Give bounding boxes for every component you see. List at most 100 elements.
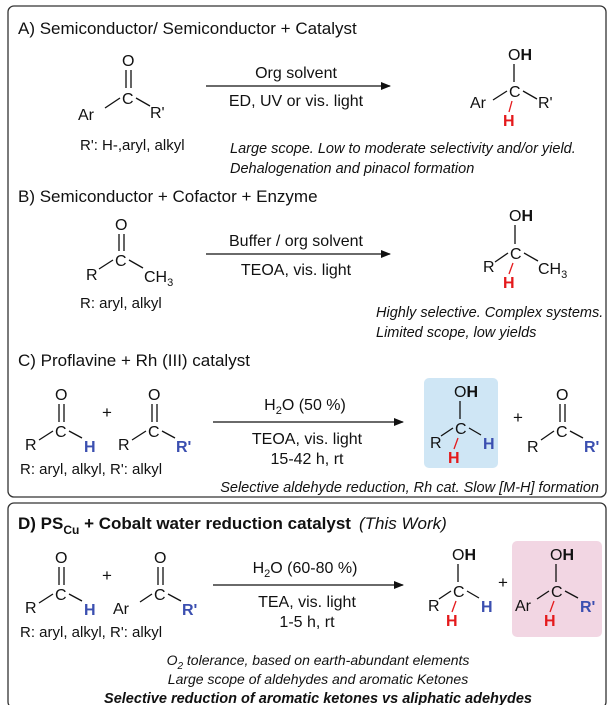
atom-h: H xyxy=(84,439,96,456)
atom-h: H xyxy=(483,436,495,453)
atom-c: C xyxy=(55,587,67,604)
atom-ar: Ar xyxy=(515,598,532,615)
atom-c: C xyxy=(55,424,67,441)
panel-a: A) Semiconductor/ Semiconductor + Cataly… xyxy=(18,19,576,177)
panel-c-product-highlight xyxy=(424,378,498,468)
atom-c: C xyxy=(455,421,467,438)
atom-r: R xyxy=(25,600,37,617)
atom-ch3: CH3 xyxy=(538,261,567,281)
plus-sign: + xyxy=(102,403,112,422)
panel-d-note-2: Large scope of aldehydes and aromatic Ke… xyxy=(168,671,468,687)
atom-r-prime: R' xyxy=(580,599,595,616)
panel-abc-frame xyxy=(7,5,607,498)
plus-sign: + xyxy=(102,566,112,585)
atom-oh: OH xyxy=(508,47,532,64)
atom-r: R xyxy=(86,267,98,284)
panel-d: D) PSCu + Cobalt water reduction catalys… xyxy=(18,514,602,705)
panel-a-ketone: O C Ar R' xyxy=(78,53,165,124)
atom-o: O xyxy=(556,387,568,404)
atom-r: R xyxy=(483,259,495,276)
atom-ar: Ar xyxy=(78,107,95,124)
atom-r-prime: R' xyxy=(584,439,599,456)
panel-b-note-2: Limited scope, low yields xyxy=(376,325,536,341)
atom-oh: OH xyxy=(550,547,574,564)
panel-b-alcohol: OH C R CH3 H xyxy=(483,208,567,292)
atom-c: C xyxy=(556,424,568,441)
panel-a-below-arrow: ED, UV or vis. light xyxy=(229,93,364,110)
atom-ch3: CH3 xyxy=(144,269,173,289)
atom-r-prime: R' xyxy=(538,95,553,112)
plus-sign: + xyxy=(513,408,523,427)
atom-h: H xyxy=(544,613,556,630)
panel-b-substrate-note: R: aryl, alkyl xyxy=(80,295,162,312)
atom-c: C xyxy=(551,584,563,601)
panel-d-aldehyde: O C R H xyxy=(25,550,96,619)
atom-c: C xyxy=(509,84,521,101)
panel-d-product-highlight xyxy=(512,541,602,637)
panel-c-aldehyde: O C R H xyxy=(25,387,96,456)
atom-r: R xyxy=(527,439,539,456)
panel-a-alcohol: OH C Ar R' H xyxy=(470,47,553,130)
atom-h: H xyxy=(481,599,493,616)
atom-c: C xyxy=(510,246,522,263)
atom-oh: OH xyxy=(454,384,478,401)
atom-h: H xyxy=(503,113,515,130)
panel-d-note-1: O2 tolerance, based on earth-abundant el… xyxy=(167,652,470,672)
atom-h: H xyxy=(448,450,460,467)
atom-ar: Ar xyxy=(470,95,487,112)
atom-r-prime: R' xyxy=(182,602,197,619)
panel-a-title: A) Semiconductor/ Semiconductor + Cataly… xyxy=(18,19,357,38)
atom-o: O xyxy=(154,550,166,567)
atom-h: H xyxy=(84,602,96,619)
panel-b: B) Semiconductor + Cofactor + Enzyme O C… xyxy=(18,187,603,341)
atom-h: H xyxy=(446,613,458,630)
atom-r: R xyxy=(118,437,130,454)
panel-d-primary-alcohol: OH C R H H xyxy=(428,547,493,630)
atom-r: R xyxy=(430,435,442,452)
panel-b-ketone: O C R CH3 xyxy=(86,217,173,289)
panel-b-title: B) Semiconductor + Cofactor + Enzyme xyxy=(18,187,318,206)
panel-d-note-3: Selective reduction of aromatic ketones … xyxy=(104,691,532,705)
panel-c-below-arrow: TEOA, vis. light xyxy=(252,431,363,448)
panel-c-time: 15-42 h, rt xyxy=(271,451,344,468)
atom-oh: OH xyxy=(509,208,533,225)
panel-d-secondary-alcohol: OH C Ar R' H xyxy=(515,547,595,630)
atom-r-prime: R' xyxy=(176,439,191,456)
atom-c: C xyxy=(122,91,134,108)
panel-c-substrate-note: R: aryl, alkyl, R': alkyl xyxy=(20,461,162,478)
panel-d-title: D) PSCu + Cobalt water reduction catalys… xyxy=(18,514,447,537)
plus-sign: + xyxy=(498,573,508,592)
atom-r-prime: R' xyxy=(150,105,165,122)
panel-c-above-arrow: H2O (50 %) xyxy=(264,397,346,417)
atom-c: C xyxy=(148,424,160,441)
panel-b-above-arrow: Buffer / org solvent xyxy=(229,233,364,250)
panel-c-alcohol: OH C R H H xyxy=(430,384,495,467)
panel-d-below-arrow: TEA, vis. light xyxy=(258,594,356,611)
panel-d-substrate-note: R: aryl, alkyl, R': alkyl xyxy=(20,624,162,641)
panel-d-time: 1-5 h, rt xyxy=(279,614,335,631)
atom-o: O xyxy=(115,217,127,234)
panel-c: C) Proflavine + Rh (III) catalyst O C R … xyxy=(18,351,599,496)
panel-a-note-1: Large scope. Low to moderate selectivity… xyxy=(230,141,576,157)
atom-o: O xyxy=(122,53,134,70)
panel-d-ketone: O C Ar R' xyxy=(113,550,197,619)
atom-ar: Ar xyxy=(113,601,130,618)
panel-c-title: C) Proflavine + Rh (III) catalyst xyxy=(18,351,250,370)
panel-d-above-arrow: H2O (60-80 %) xyxy=(253,560,358,580)
panel-a-above-arrow: Org solvent xyxy=(255,65,337,82)
atom-c: C xyxy=(115,253,127,270)
panel-d-frame xyxy=(7,502,607,705)
atom-oh: OH xyxy=(452,547,476,564)
atom-r: R xyxy=(428,598,440,615)
panel-b-note-1: Highly selective. Complex systems. xyxy=(376,305,603,321)
atom-o: O xyxy=(55,387,67,404)
atom-o: O xyxy=(55,550,67,567)
atom-h: H xyxy=(503,275,515,292)
atom-r: R xyxy=(25,437,37,454)
panel-c-ketone: O C R R' xyxy=(118,387,191,456)
panel-c-note: Selective aldehyde reduction, Rh cat. Sl… xyxy=(220,480,599,496)
panel-a-note-2: Dehalogenation and pinacol formation xyxy=(230,161,474,177)
panel-a-substrate-note: R': H-,aryl, alkyl xyxy=(80,137,185,154)
panel-b-below-arrow: TEOA, vis. light xyxy=(241,262,352,279)
